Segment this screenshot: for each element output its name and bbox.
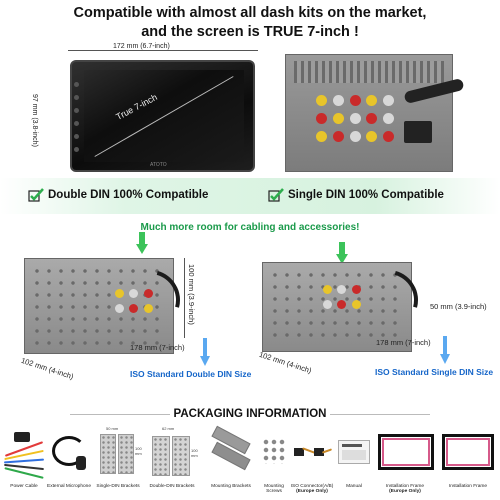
- double-din-iso-label: ISO Standard Double DIN Size: [130, 369, 252, 379]
- pack-item-label: Mounting Screws: [264, 484, 284, 495]
- single-din-compat-text: Single DIN 100% Compatible: [288, 189, 444, 201]
- width-dimension-line: [68, 50, 258, 51]
- packaging-title: PACKAGING INFORMATION: [173, 408, 327, 420]
- double-din-height-label: 100 mm (3.9-inch): [187, 264, 196, 325]
- double-din-compat: Double DIN 100% Compatible: [28, 188, 208, 202]
- pack-item-label: Installation Frame (Europe Only): [385, 484, 425, 495]
- pack-item-frame-europe: Installation Frame (Europe Only): [374, 424, 436, 500]
- bracket-dim-label: 100 mm: [191, 448, 198, 458]
- pack-item-label: Single-DIN Brackets: [96, 484, 140, 489]
- pack-item-label: External Microphone: [47, 484, 91, 489]
- headline-line-2: and the screen is TRUE 7-inch !: [141, 24, 359, 40]
- single-din-cage: [262, 262, 412, 352]
- pack-item-label: Manual: [346, 484, 362, 489]
- pack-item-label: Installation Frame: [448, 484, 488, 489]
- iso-arrow-left: [200, 338, 210, 366]
- divider: [330, 414, 430, 415]
- pack-item-double-din-brackets: 62 mm 100 mm Double-DIN Brackets: [144, 424, 200, 500]
- pack-item-power-cable: Power Cable: [2, 424, 46, 500]
- double-din-cage: [24, 258, 174, 354]
- pack-item-microphone: External Microphone: [46, 424, 92, 500]
- pack-item-label: Double-DIN Brackets: [149, 484, 195, 489]
- screen-glass: [84, 70, 244, 162]
- check-icon: [268, 188, 284, 202]
- unit-rear-image: [285, 54, 465, 172]
- harness-plug: [404, 121, 432, 143]
- double-din-compat-text: Double DIN 100% Compatible: [48, 189, 209, 201]
- brand-logo: ATOTO: [150, 162, 167, 168]
- single-din-depth-label: 178 mm (7-inch): [376, 338, 431, 347]
- headline-line-1: Compatible with almost all dash kits on …: [73, 5, 427, 21]
- single-din-width-label: 102 mm (4-inch): [257, 349, 313, 376]
- room-arrow-left: [136, 232, 148, 254]
- pack-item-mounting-brackets: Mounting Brackets: [204, 424, 258, 500]
- rca-ports: [316, 95, 396, 145]
- check-icon: [28, 188, 44, 202]
- room-arrow-right: [336, 242, 348, 264]
- screen-front-image: 172 mm (6.7-inch) 97 mm (3.8-inch) True …: [31, 43, 258, 181]
- bracket-dim-label: 62 mm: [162, 426, 175, 431]
- pack-item-label: Power Cable: [10, 484, 38, 489]
- pack-item-frame: Installation Frame: [438, 424, 498, 500]
- double-din-depth-label: 178 mm (7-inch): [130, 343, 185, 352]
- compatibility-band: [0, 178, 500, 214]
- pack-item-mounting-screws: Mounting Screws: [256, 424, 292, 500]
- packaging-items: Power Cable External Microphone 50 mm 10…: [0, 424, 500, 500]
- single-din-iso-label: ISO Standard Single DIN Size: [375, 367, 494, 377]
- single-din-height-label: 50 mm (3.9-inch): [430, 302, 487, 311]
- pack-item-iso-connector: ISO Connector(A/B) (Europe Only): [290, 424, 334, 500]
- bracket-dim-label: 100 mm: [135, 446, 142, 456]
- pack-item-label: Mounting Brackets: [211, 484, 251, 489]
- screen-width-label: 172 mm (6.7-inch): [110, 43, 173, 50]
- side-keys: [74, 82, 80, 152]
- screen-height-label: 97 mm (3.8-inch): [31, 94, 38, 147]
- vent-grille: [294, 61, 444, 83]
- pack-item-manual: Manual: [334, 424, 374, 500]
- double-din-width-label: 102 mm (4-inch): [19, 355, 75, 382]
- divider: [70, 414, 170, 415]
- monitor: True 7-inch ATOTO: [70, 60, 255, 172]
- pack-item-label: ISO Connector(A/B) (Europe Only): [290, 484, 334, 495]
- pack-item-single-din-brackets: 50 mm 100 mm Single-DIN Brackets: [92, 424, 144, 500]
- iso-arrow-right: [440, 336, 450, 364]
- bracket-dim-label: 50 mm: [106, 426, 119, 431]
- single-din-compat: Single DIN 100% Compatible: [268, 188, 444, 202]
- room-text: Much more room for cabling and accessori…: [140, 222, 360, 233]
